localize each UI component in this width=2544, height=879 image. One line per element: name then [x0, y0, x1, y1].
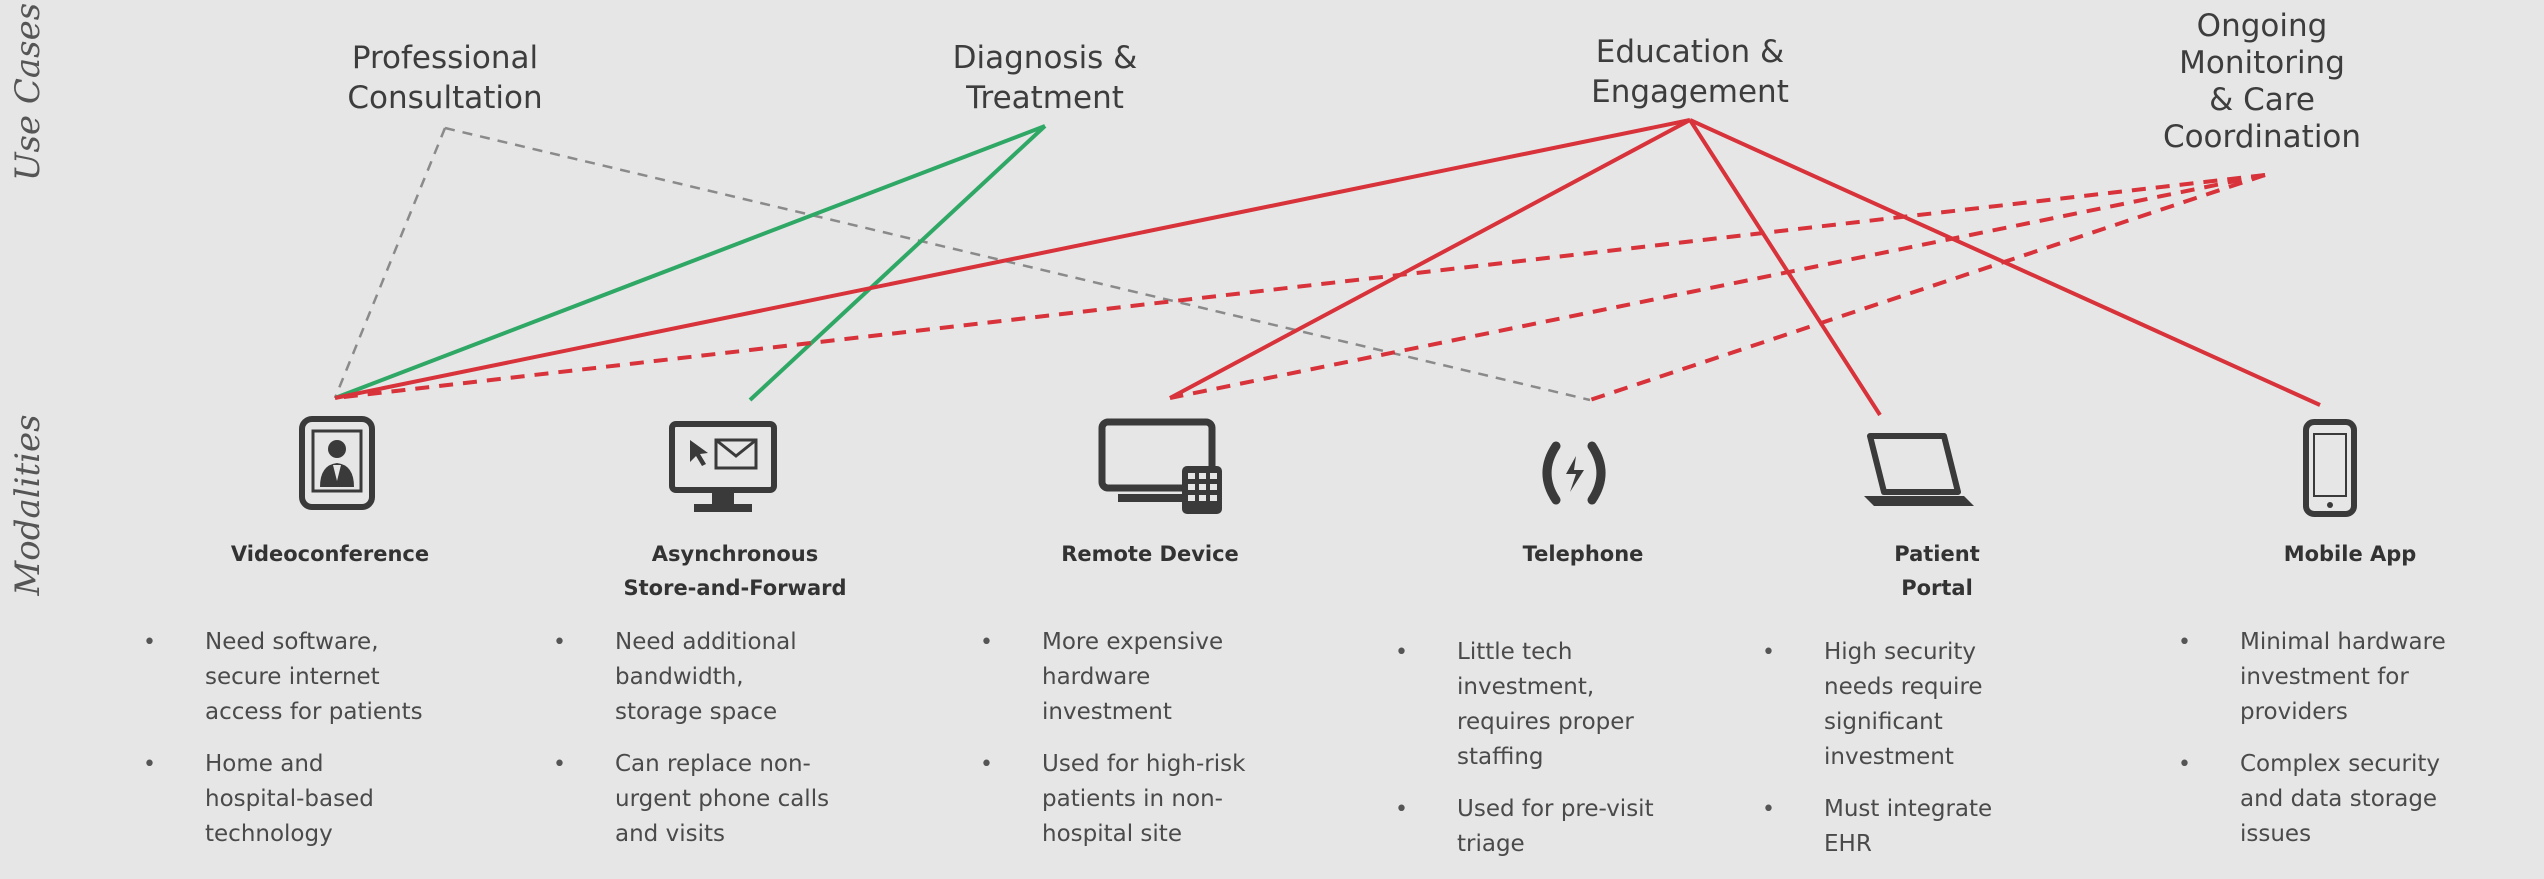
use-case-ongoing-monitoring: Ongoing Monitoring & Care Coordination [2162, 8, 2362, 155]
phone-signal-icon [1542, 441, 1606, 505]
connector-diag-async [748, 124, 1047, 402]
connector-edu-video [334, 118, 1691, 400]
use-case-professional-consultation: Professional Consultation [347, 40, 543, 116]
modality-asynchronous: Asynchronous Store-and-Forward [623, 542, 847, 600]
monitor-keypad-icon [1098, 418, 1222, 514]
smartphone-icon [2303, 419, 2357, 517]
use-case-education-engagement: Education & Engagement [1591, 34, 1789, 110]
list-item: Little tech investment, requires proper … [1395, 635, 1725, 775]
list-item: Minimal hardware investment for provider… [2178, 625, 2538, 730]
telephone-notes: Little tech investment, requires proper … [1395, 635, 1725, 879]
patient-portal-notes: High security needs require significant … [1762, 635, 2092, 879]
list-item: Home and hospital-based technology [143, 747, 473, 852]
connector-edu-remote [1169, 118, 1691, 400]
connector-monitor-video [334, 173, 2266, 400]
connector-consult-video [333, 127, 447, 399]
telehealth-diagram: Use Cases Modalities Professional Consul… [0, 0, 2544, 852]
tablet-doctor-icon [299, 416, 375, 510]
list-item: More expensive hardware investment [980, 625, 1320, 730]
connector-diag-video [334, 124, 1046, 400]
modality-patient-portal: Patient Portal [1894, 542, 1980, 600]
list-item: Need additional bandwidth, storage space [553, 625, 903, 730]
mobile-app-notes: Minimal hardware investment for provider… [2178, 625, 2538, 869]
connection-lines [333, 118, 2321, 417]
connector-edu-portal [1688, 118, 1882, 417]
connector-consult-phone [444, 126, 1591, 402]
list-item: Used for high-risk patients in non- hosp… [980, 747, 1320, 852]
list-item: Complex security and data storage issues [2178, 747, 2538, 852]
monitor-mail-icon [669, 421, 777, 512]
list-item: Can replace non- urgent phone calls and … [553, 747, 903, 852]
use-case-diagnosis-treatment: Diagnosis & Treatment [952, 40, 1138, 116]
connector-monitor-phone [1589, 173, 2266, 402]
videoconference-notes: Need software, secure internet access fo… [143, 625, 473, 869]
list-item: High security needs require significant … [1762, 635, 2092, 775]
remote-device-notes: More expensive hardware investment Used … [980, 625, 1320, 869]
connector-monitor-remote [1169, 173, 2266, 400]
modality-mobile-app: Mobile App [2283, 542, 2417, 566]
laptop-icon [1864, 433, 1974, 506]
modality-videoconference: Videoconference [230, 542, 430, 566]
asynchronous-notes: Need additional bandwidth, storage space… [553, 625, 903, 869]
modality-remote-device: Remote Device [1061, 542, 1239, 566]
modality-telephone: Telephone [1522, 542, 1644, 566]
list-item: Need software, secure internet access fo… [143, 625, 473, 730]
